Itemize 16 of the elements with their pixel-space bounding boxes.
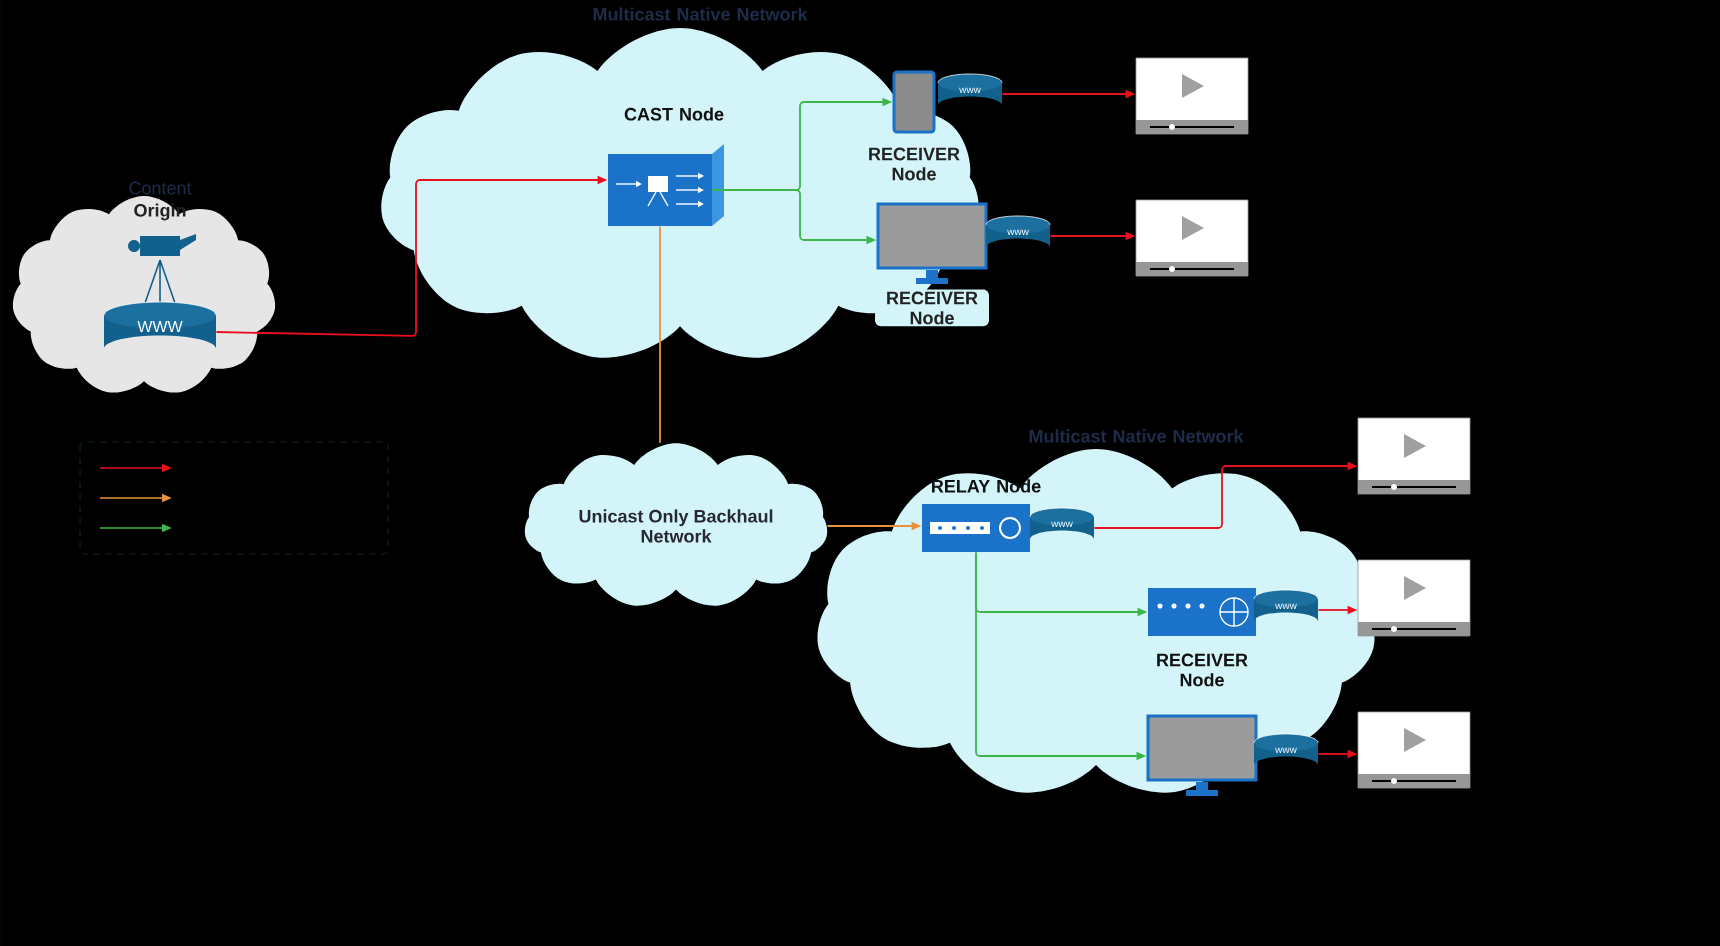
node-label: Multicast Native Network <box>593 7 808 21</box>
video-player-icon <box>1357 559 1471 637</box>
node-label: RECEIVER Node <box>875 289 989 327</box>
monitor-icon <box>1146 714 1258 796</box>
camera-server-drawing: WWW <box>103 234 217 349</box>
node-label: RECEIVER Node <box>1157 653 1248 687</box>
node-label: Multicast Native Network <box>1029 429 1244 443</box>
video-player-icon <box>1135 199 1249 277</box>
connector-line <box>659 225 661 444</box>
node-label: RECEIVER Node <box>869 147 960 181</box>
node-label: Content <box>129 181 192 195</box>
video-player-icon <box>1357 417 1471 495</box>
node-label: CAST Node <box>624 107 724 121</box>
video-player-icon <box>1357 711 1471 789</box>
cloud: Unicast Only Backhaul Network <box>524 443 828 606</box>
video-player-icon <box>1135 57 1249 135</box>
